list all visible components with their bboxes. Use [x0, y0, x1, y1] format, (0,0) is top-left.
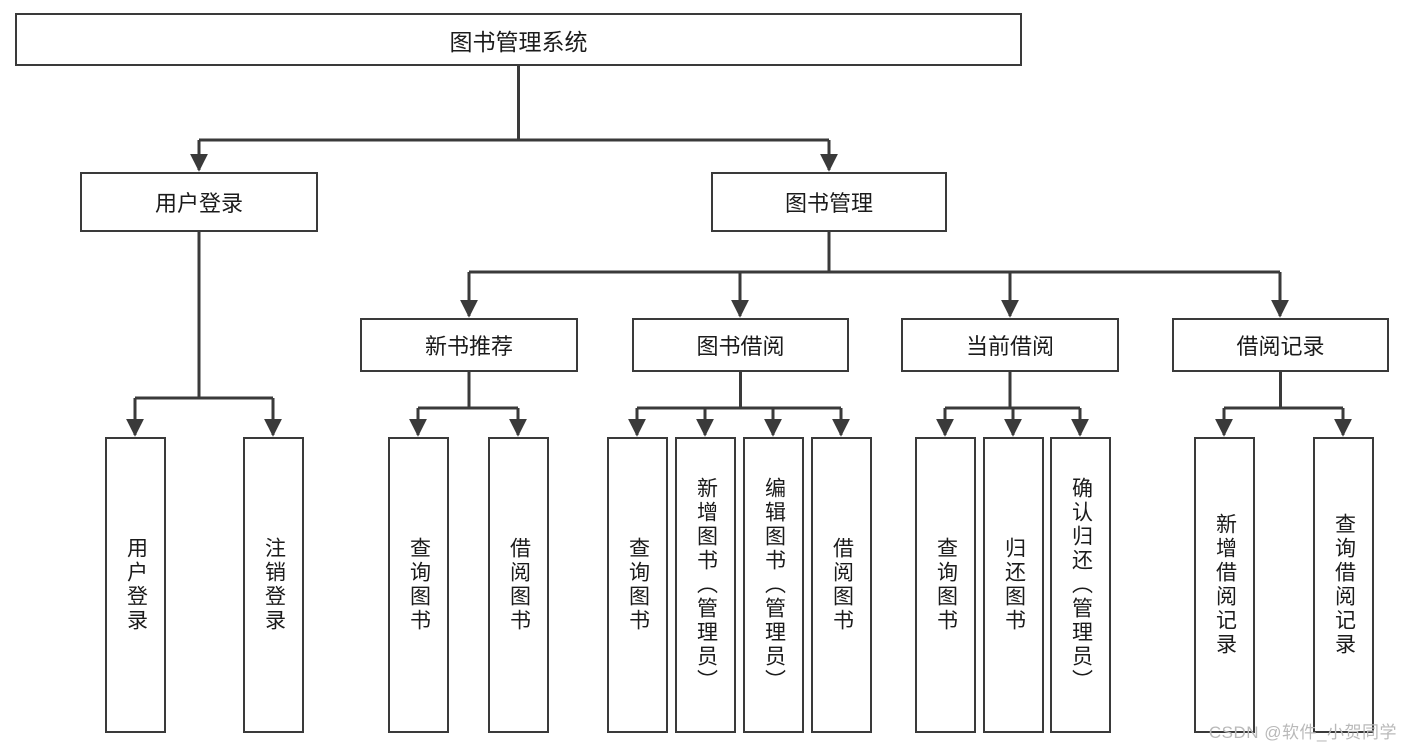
- node-leaf-query-book-2[interactable]: 查询图书: [607, 437, 668, 733]
- node-leaf-user-logout[interactable]: 注销登录: [243, 437, 304, 733]
- node-new-book-recommend[interactable]: 新书推荐: [360, 318, 578, 372]
- node-label: 查询借阅记录: [1332, 513, 1356, 657]
- node-label: 图书管理系统: [449, 28, 588, 55]
- node-root[interactable]: 图书管理系统: [15, 13, 1022, 66]
- node-leaf-confirm-return[interactable]: 确认归还（管理员）: [1050, 437, 1111, 733]
- node-label: 当前借阅: [965, 334, 1054, 359]
- watermark-label: CSDN @软件_小贺同学: [1208, 723, 1397, 742]
- node-leaf-borrow-book-1[interactable]: 借阅图书: [488, 437, 549, 733]
- node-label: 新增借阅记录: [1213, 513, 1237, 657]
- node-label: 确认归还（管理员）: [1069, 477, 1093, 693]
- node-label: 图书管理: [784, 191, 873, 216]
- node-leaf-user-login[interactable]: 用户登录: [105, 437, 166, 733]
- node-borrow-record[interactable]: 借阅记录: [1172, 318, 1389, 372]
- node-label: 查询图书: [934, 537, 958, 633]
- node-leaf-query-record[interactable]: 查询借阅记录: [1313, 437, 1374, 733]
- node-label: 归还图书: [1002, 537, 1026, 633]
- node-label: 图书借阅: [696, 334, 785, 359]
- node-label: 新增图书（管理员）: [694, 477, 718, 693]
- node-label: 借阅图书: [830, 537, 854, 633]
- node-book-borrow[interactable]: 图书借阅: [632, 318, 849, 372]
- node-label: 注销登录: [262, 537, 286, 633]
- node-label: 查询图书: [407, 537, 431, 633]
- node-leaf-query-book-1[interactable]: 查询图书: [388, 437, 449, 733]
- node-book-management[interactable]: 图书管理: [711, 172, 947, 232]
- node-leaf-add-record[interactable]: 新增借阅记录: [1194, 437, 1255, 733]
- node-leaf-add-book[interactable]: 新增图书（管理员）: [675, 437, 736, 733]
- node-label: 用户登录: [154, 191, 243, 216]
- node-label: 借阅记录: [1236, 334, 1325, 359]
- node-leaf-borrow-book-2[interactable]: 借阅图书: [811, 437, 872, 733]
- node-label: 用户登录: [124, 537, 148, 633]
- node-leaf-query-book-3[interactable]: 查询图书: [915, 437, 976, 733]
- node-leaf-edit-book[interactable]: 编辑图书（管理员）: [743, 437, 804, 733]
- node-user-login[interactable]: 用户登录: [80, 172, 318, 232]
- node-label: 编辑图书（管理员）: [762, 477, 786, 693]
- node-label: 新书推荐: [424, 334, 513, 359]
- node-label: 借阅图书: [507, 537, 531, 633]
- node-current-borrow[interactable]: 当前借阅: [901, 318, 1119, 372]
- node-leaf-return-book[interactable]: 归还图书: [983, 437, 1044, 733]
- node-label: 查询图书: [626, 537, 650, 633]
